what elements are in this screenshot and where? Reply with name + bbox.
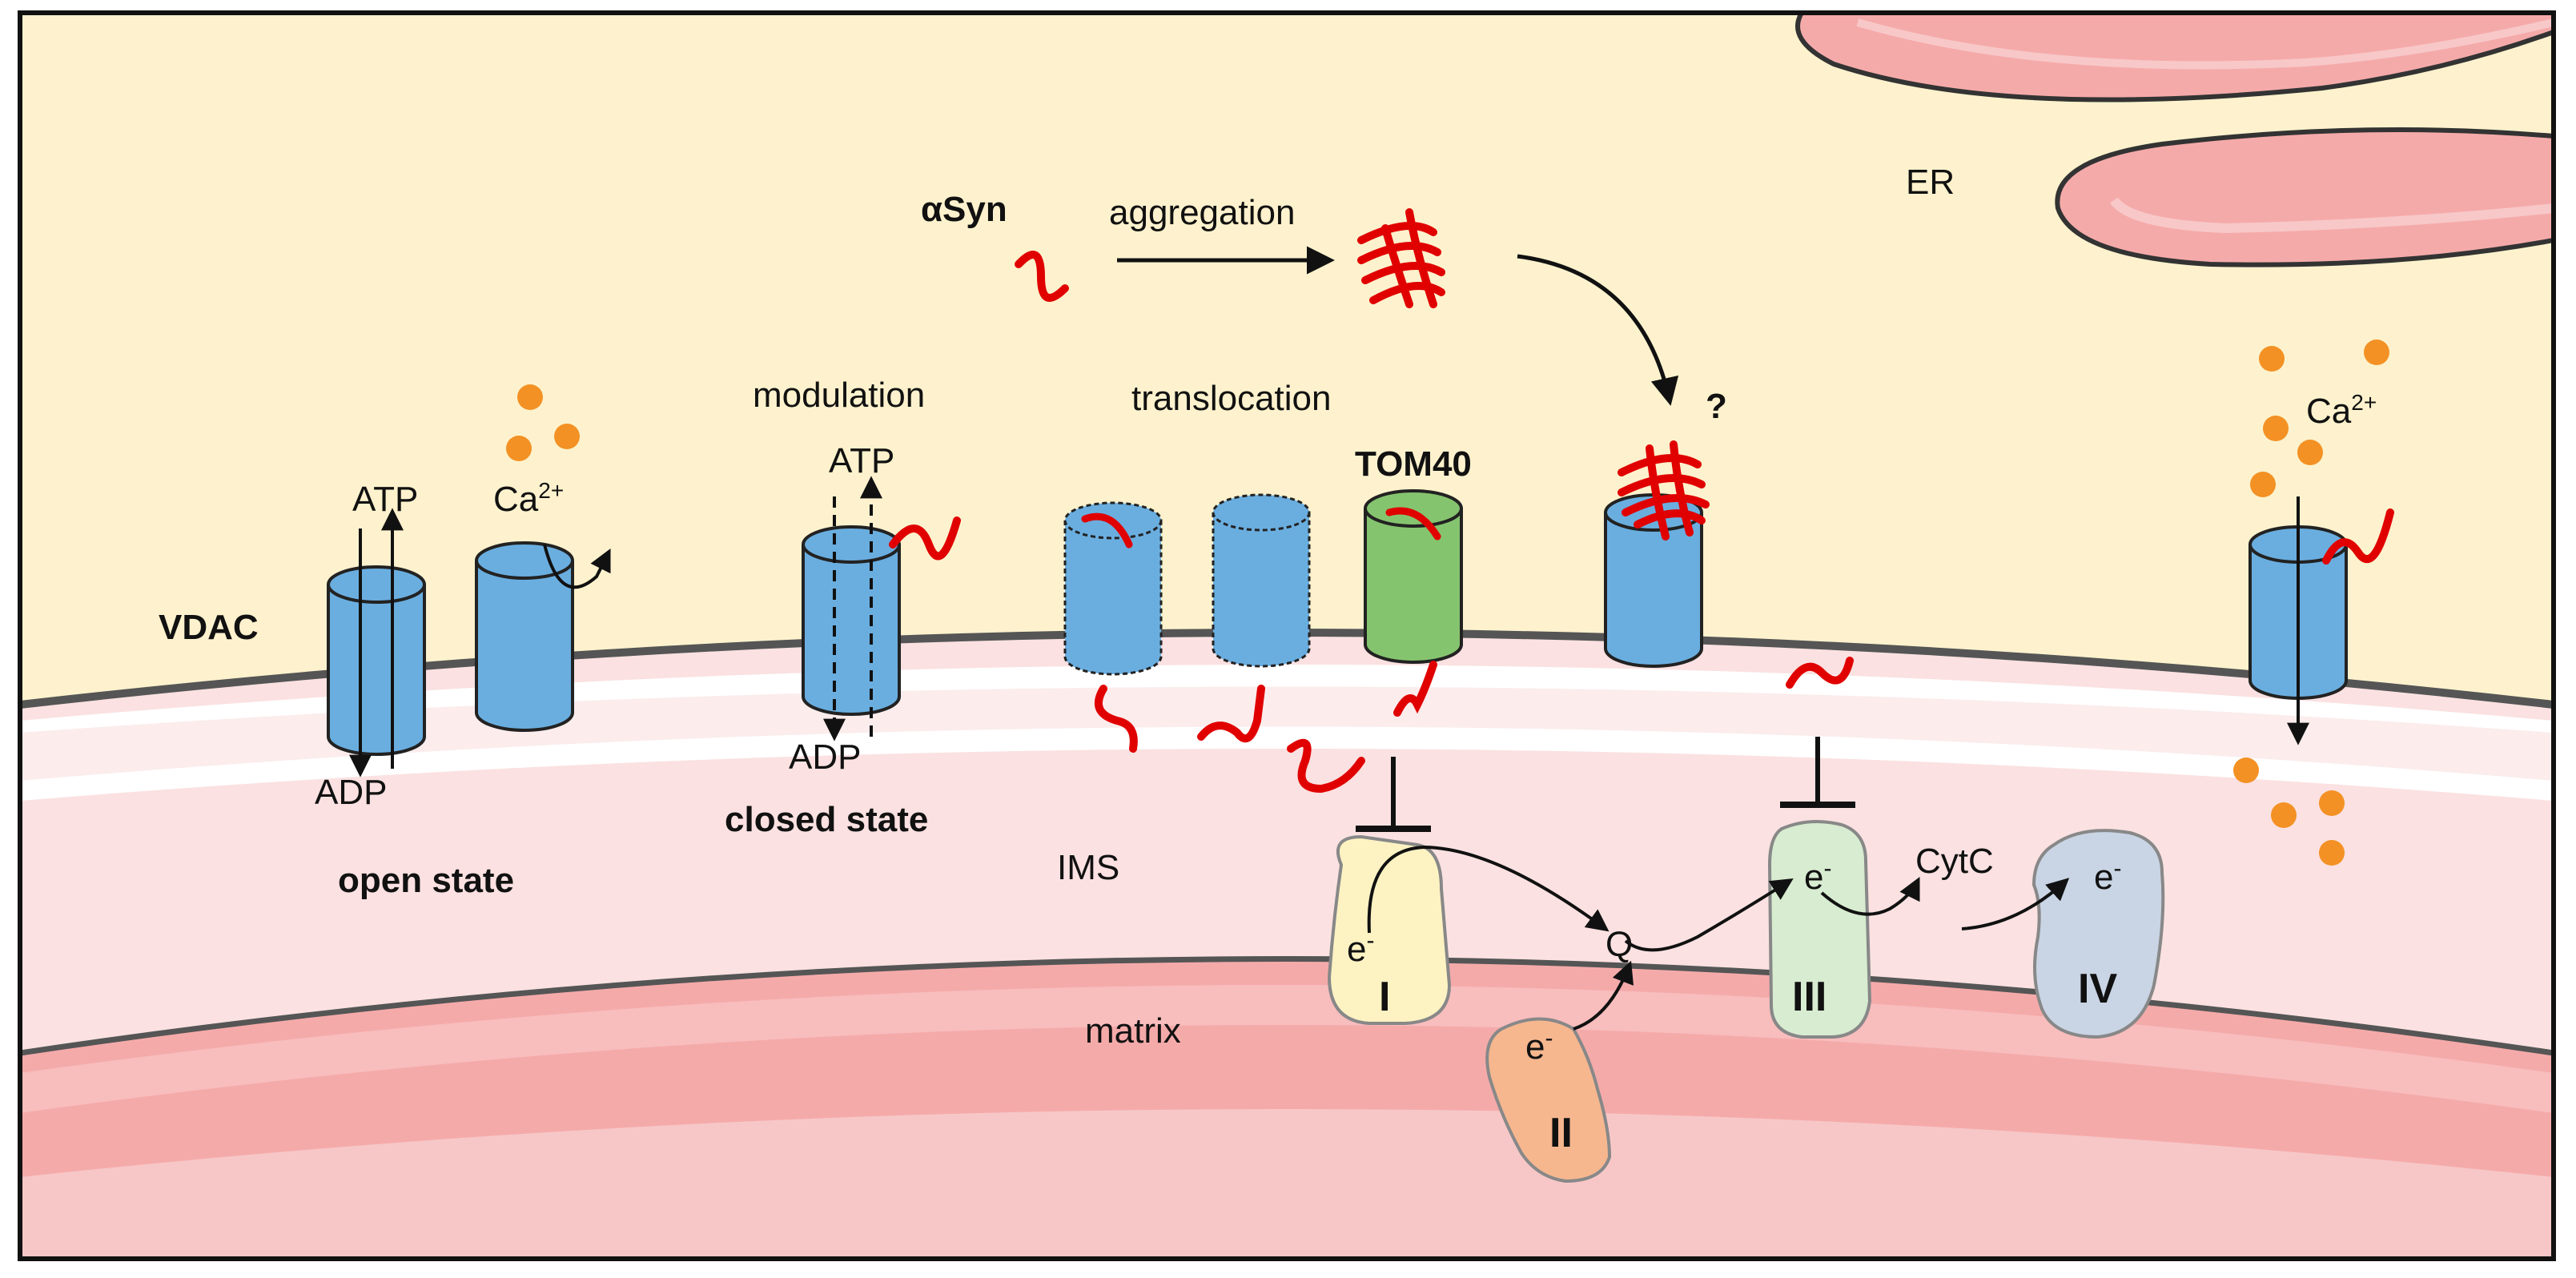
vdac-channel-closed (802, 525, 901, 716)
unknown-mechanism-label: ? (1706, 387, 1727, 426)
matrix-lower-band (20, 1109, 2554, 1259)
asyn-aggregate-icon (1618, 440, 1710, 541)
er-structure (1795, 13, 2554, 267)
matrix-label: matrix (1085, 1011, 1181, 1051)
complex-iii (1767, 820, 1872, 1039)
complex-ii-label: II (1549, 1110, 1573, 1156)
adp-label-closed: ADP (789, 737, 861, 777)
electron-label-iii: e- (1804, 855, 1831, 897)
inhibition-bar-icon (1780, 737, 1855, 808)
calcium-ion (506, 436, 532, 461)
electron-label-i: e- (1347, 927, 1374, 969)
vdac-channel-open-1 (327, 565, 426, 756)
calcium-ion (2263, 416, 2289, 441)
complex-iv-label: IV (2078, 966, 2117, 1012)
vdac-channel-open-2 (475, 541, 574, 732)
complex-ii (1485, 1017, 1612, 1184)
calcium-label-left: Ca2+ (493, 478, 564, 519)
complex-i-label: I (1379, 974, 1390, 1020)
electron-label-ii: e- (1525, 1025, 1553, 1067)
er-label: ER (1906, 163, 1955, 202)
electron-flow-cytc-to-iv (1961, 878, 2070, 930)
asyn-label: αSyn (921, 190, 1007, 229)
electron-flow-ii-to-q (1573, 960, 1634, 1031)
matrix-band (20, 985, 2554, 1113)
complex-iii-label: III (1792, 974, 1827, 1020)
tom40-channel (1364, 489, 1463, 664)
ubiquinone-label: Q (1605, 925, 1633, 964)
calcium-ion (2250, 472, 2276, 497)
tom40-label: TOM40 (1355, 444, 1472, 484)
adp-label-open: ADP (315, 773, 387, 812)
cytochrome-c-label: CytC (1915, 842, 1994, 881)
calcium-ion (2259, 346, 2285, 372)
vdac-channel-translocation-2 (1212, 493, 1311, 668)
vdac-label: VDAC (159, 608, 259, 647)
asyn-monomer-icon (1287, 738, 1365, 794)
modulation-label: modulation (753, 376, 925, 415)
diagram-frame (18, 10, 2556, 1261)
electron-flow-i-to-q (1367, 845, 1609, 934)
calcium-ion (2271, 802, 2297, 828)
calcium-ion (2319, 840, 2345, 866)
calcium-ion (517, 384, 543, 410)
vdac-channel-aggregate (1604, 493, 1703, 668)
electron-label-iv: e- (2094, 855, 2121, 897)
aggregation-label: aggregation (1109, 193, 1295, 232)
asyn-monomer-icon (1786, 657, 1854, 689)
aggregate-targeting-arrow (1517, 254, 1679, 406)
calcium-ion (2364, 340, 2389, 365)
electron-flow-q-to-iii (1624, 878, 1794, 952)
electron-flow-iii-to-cytc (1820, 876, 1920, 916)
vdac-channel-translocation-1 (1063, 501, 1163, 676)
open-state-label: open state (338, 861, 514, 900)
asyn-monomer-icon (2322, 508, 2394, 565)
asyn-aggregate-icon (1357, 208, 1445, 308)
calcium-ion (2233, 758, 2259, 783)
atp-label-open: ATP (352, 480, 418, 519)
ims-label: IMS (1057, 848, 1119, 887)
calcium-ion (2297, 440, 2323, 465)
calcium-exit-arrow (543, 544, 611, 589)
atp-label-closed: ATP (829, 441, 894, 480)
calcium-ion (2319, 790, 2345, 816)
calcium-ion (554, 424, 580, 449)
translocation-label: translocation (1131, 379, 1331, 418)
asyn-monomer-icon (889, 516, 961, 561)
ims-band-inner (20, 686, 2554, 781)
closed-state-label: closed state (725, 800, 928, 839)
inhibition-bar-icon (1356, 757, 1431, 832)
asyn-monomer-icon (1015, 251, 1069, 302)
asyn-monomer-icon (1197, 685, 1265, 743)
asyn-monomer-icon (1393, 661, 1437, 717)
complex-i (1327, 834, 1452, 1025)
inner-membrane (20, 956, 2554, 1056)
calcium-label-right: Ca2+ (2306, 390, 2377, 431)
asyn-monomer-icon (1094, 685, 1138, 753)
